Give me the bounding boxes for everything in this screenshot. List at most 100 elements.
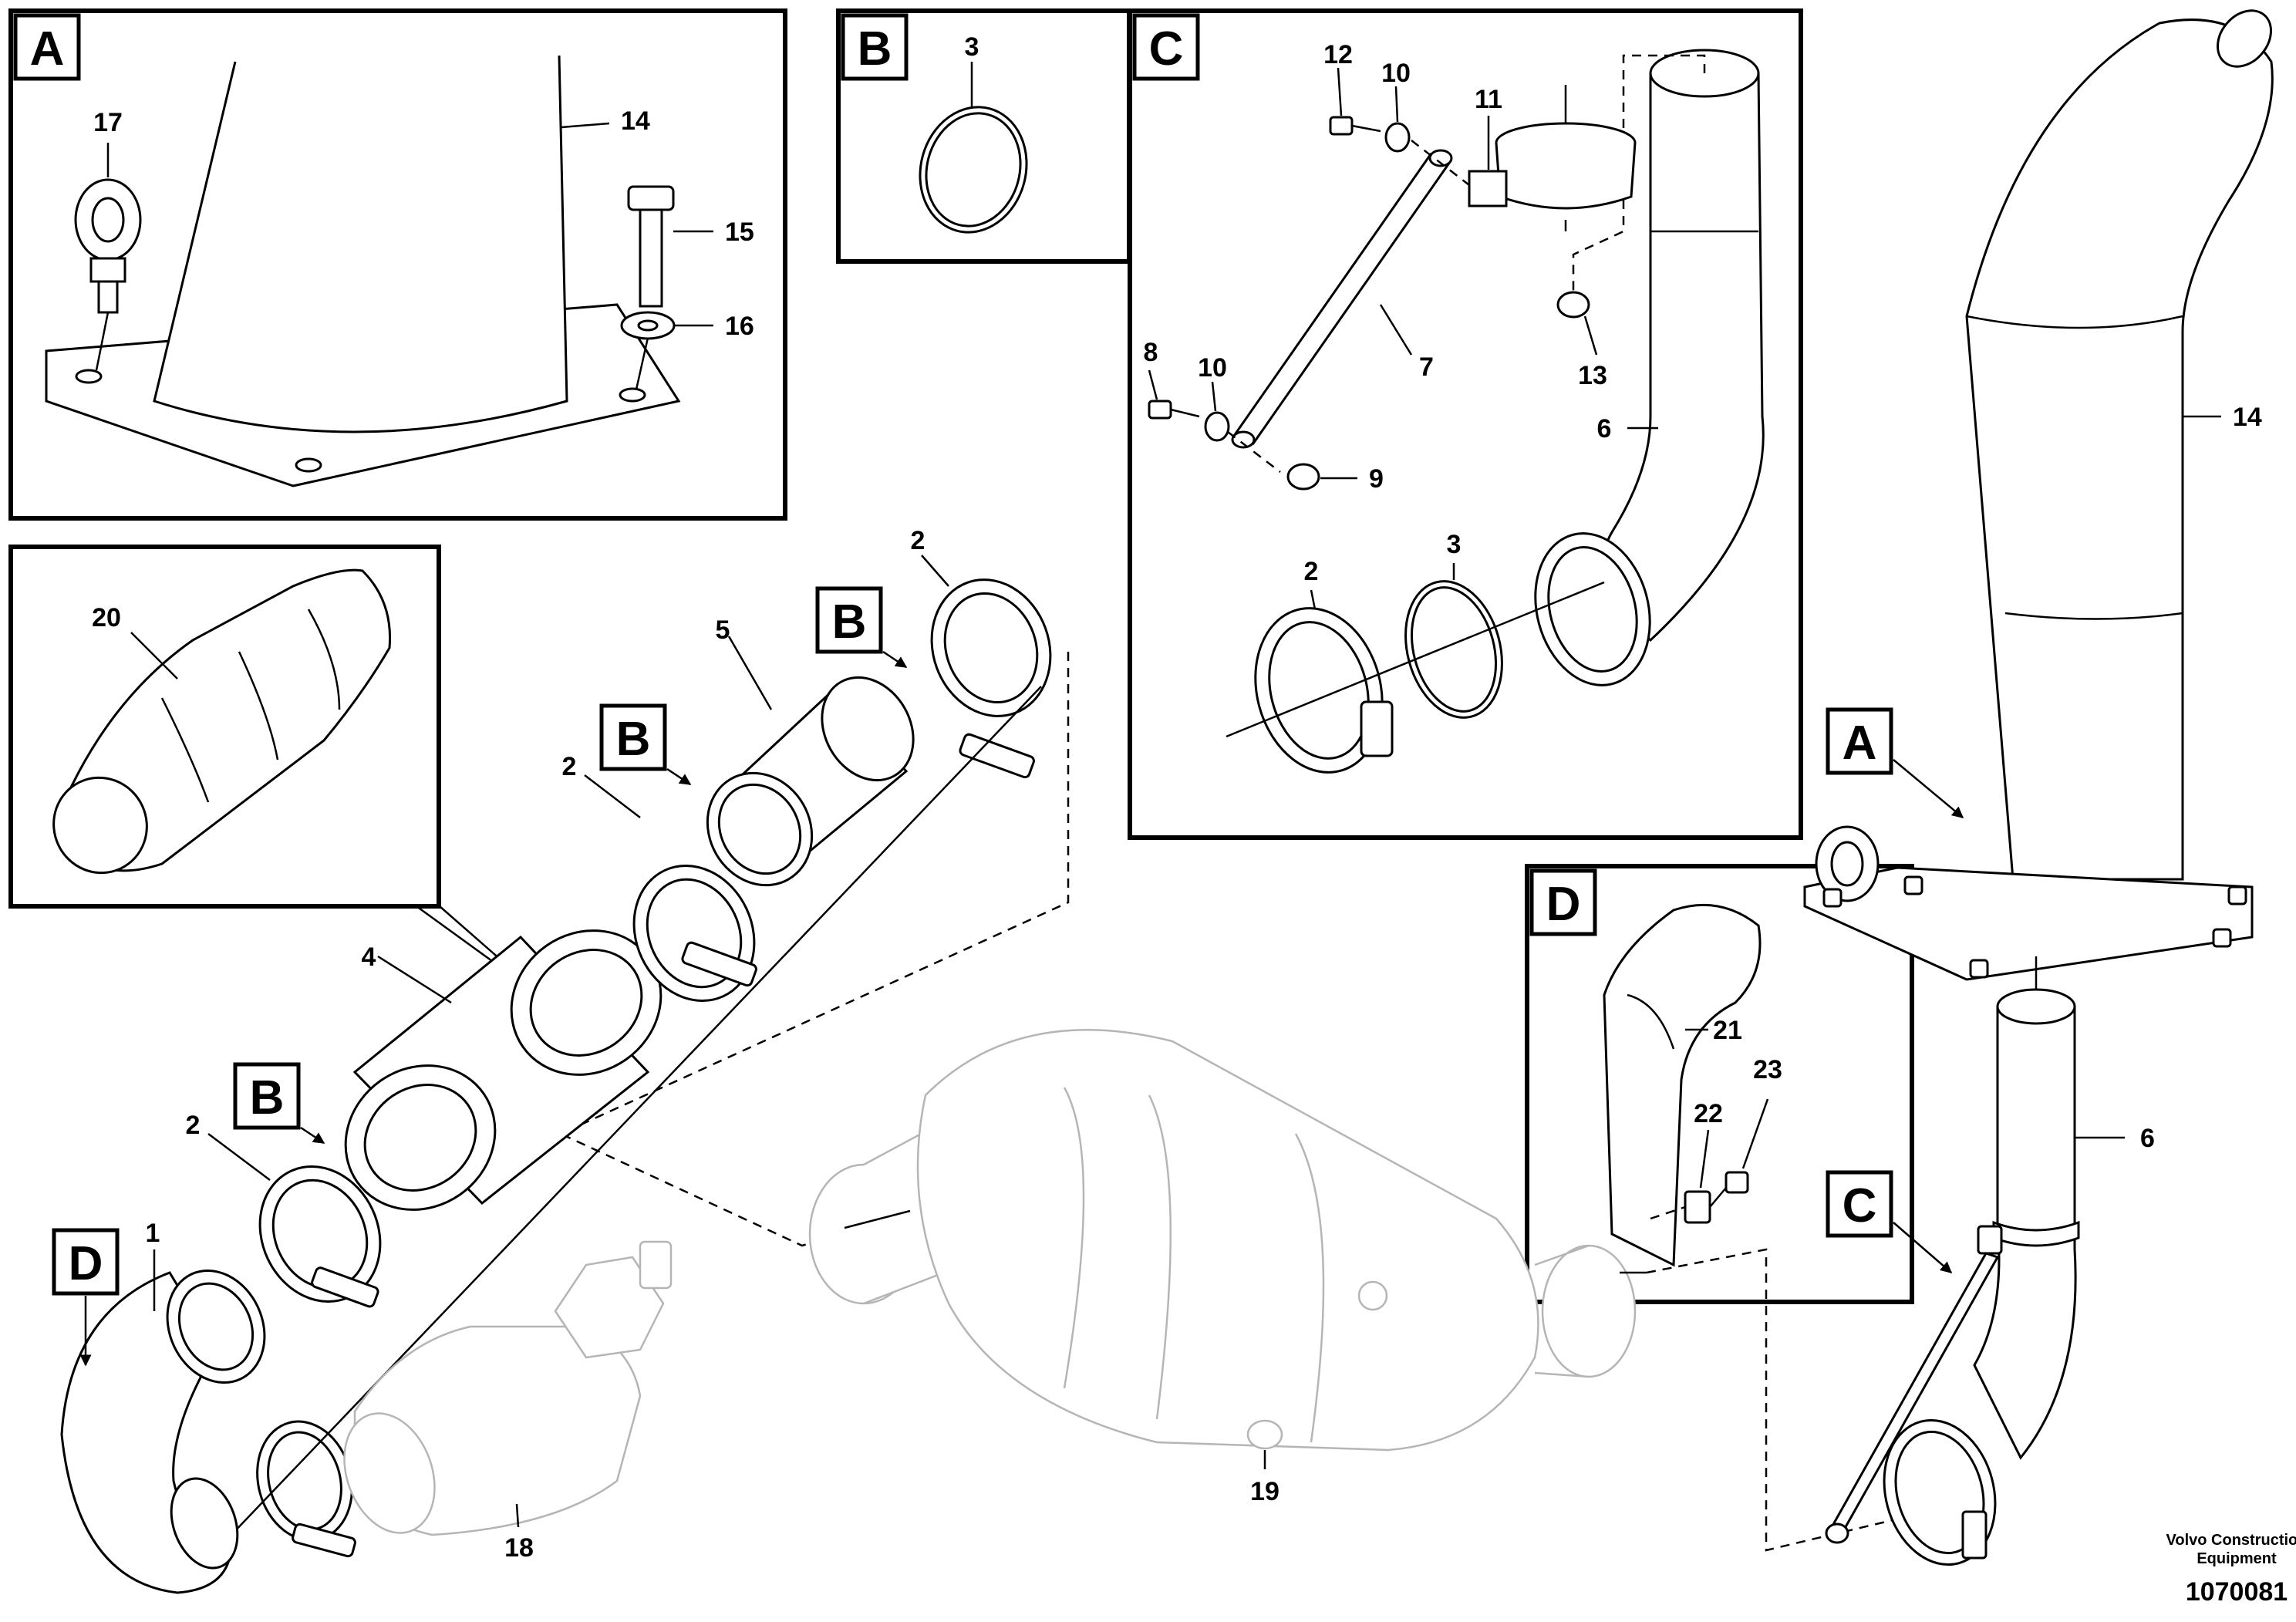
part-number-2-panel-c: 2 (1304, 557, 1319, 586)
callout-b-upper-letter: B (832, 595, 867, 649)
panel-b-letter: B (858, 22, 892, 76)
support-strap (1232, 153, 1452, 445)
callout-d-main-letter: D (69, 1237, 103, 1290)
part-number-23: 23 (1753, 1055, 1782, 1084)
stack-flange-plate (1803, 866, 2254, 981)
callout-b-lower: B (233, 1062, 325, 1145)
part-number-18: 18 (504, 1533, 534, 1563)
detail-panel-a: A 17 14 15 16 (8, 8, 787, 521)
bracket-bolt (1329, 116, 1354, 136)
part-number-6-stack: 6 (2140, 1124, 2155, 1153)
part-number-21: 21 (1713, 1016, 1742, 1045)
panel-d-letter: D (1546, 878, 1581, 931)
panel-c-letter: C (1149, 22, 1184, 76)
part-number-10-lower: 10 (1198, 353, 1227, 383)
part-number-2-middle: 2 (562, 752, 577, 781)
document-number: 1070081 (2186, 1577, 2288, 1607)
panel-b-label-box (841, 13, 909, 81)
eye-bolt-shank (97, 280, 119, 314)
fuel-dosing-unit: 18 (343, 1240, 673, 1563)
part-number-12: 12 (1323, 40, 1353, 69)
part-number-10-upper: 10 (1381, 59, 1411, 88)
flange-hole (295, 457, 322, 473)
brand-line-1: Volvo Construction (2166, 1532, 2296, 1549)
shield-spacer (1684, 1190, 1711, 1224)
stack-pipe-clamp (1992, 1220, 2080, 1247)
panel-a-frame (8, 8, 787, 521)
part-number-3: 3 (965, 32, 979, 62)
part-number-3-panel-c: 3 (1447, 530, 1462, 559)
callout-d-main: D (52, 1228, 120, 1367)
brand-line-2: Equipment (2197, 1550, 2277, 1567)
eye-bolt-hole (91, 197, 125, 243)
brand-block: Volvo Construction Equipment 1070081 (2166, 1532, 2296, 1607)
pipe-clamp-tab (1468, 170, 1508, 207)
detail-panel-d: D 21 22 23 (1525, 864, 1914, 1304)
main-assembly: 19 4 5 2 2 (52, 526, 1929, 1594)
dpf-outlet (1541, 1244, 1637, 1378)
part-number-9: 9 (1369, 464, 1384, 494)
v-band-clamp-latch (1360, 700, 1394, 757)
part-number-4: 4 (362, 943, 376, 972)
part-number-19: 19 (1250, 1477, 1279, 1506)
strap-washer (1204, 411, 1230, 442)
heat-shield-clamp (52, 776, 148, 875)
part-number-1: 1 (146, 1219, 160, 1248)
callout-a-stack: A (1826, 707, 1964, 818)
heat-shield-frame (8, 545, 441, 909)
dpf-body (916, 1029, 1539, 1452)
flange-bolt-shank (639, 208, 663, 308)
part-number-5: 5 (716, 615, 730, 645)
part-number-22: 22 (1694, 1099, 1723, 1128)
pipe-clamp-band (1495, 142, 1637, 210)
part-number-13: 13 (1578, 361, 1607, 390)
stack-assembly: 14 6 A C (1803, 9, 2274, 1566)
part-number-15: 15 (725, 218, 754, 247)
part-number-8: 8 (1144, 338, 1158, 367)
part-number-11: 11 (1475, 85, 1502, 114)
flange-hole (75, 369, 103, 384)
stack-elbow-pipe-top (1996, 988, 2076, 1025)
strap-nut (1286, 463, 1320, 491)
dosing-valve (554, 1256, 665, 1359)
exhaust-stack (1965, 19, 2274, 881)
flange-hole (619, 387, 646, 403)
clamp-nut (1556, 291, 1590, 319)
detail-panel-heat-shield: 20 (8, 545, 511, 975)
coupling-upper-end (821, 676, 915, 782)
callout-a-stack-letter: A (1843, 717, 1877, 770)
flange-bolt-head (627, 185, 675, 211)
panel-c-label-box (1132, 13, 1200, 81)
panel-c-frame (1128, 8, 1803, 840)
pipe-heat-shield (1603, 903, 1762, 1267)
part-number-16: 16 (725, 312, 754, 341)
callout-b-middle-letter: B (616, 713, 651, 766)
exhaust-stack-outlet (2217, 9, 2272, 68)
panel-d-label-box (1529, 868, 1597, 936)
v-band-clamp-lower: 2 (186, 1111, 382, 1308)
panel-d-frame (1525, 864, 1914, 1304)
callout-b-lower-letter: B (250, 1071, 285, 1125)
detail-panel-c: C (1128, 8, 1803, 840)
bracket-washer (1384, 122, 1411, 153)
part-number-17: 17 (93, 108, 123, 137)
v-band-clamp-bottom (256, 1420, 356, 1558)
part-number-2-upper: 2 (911, 526, 925, 555)
diesel-particulate-filter: 19 (808, 1029, 1647, 1506)
eye-bolt-collar (89, 257, 126, 283)
callout-b-upper: B (815, 586, 908, 669)
heat-shield-sleeve (68, 568, 392, 872)
v-band-clamp-upper: 2 (911, 526, 1052, 779)
part-number-14: 14 (621, 106, 650, 136)
callout-b-middle: B (599, 703, 692, 786)
part-number-14-stack: 14 (2233, 403, 2262, 432)
panel-a-letter: A (30, 22, 65, 76)
callout-c-stack: C (1826, 1170, 1953, 1273)
shield-bolt-head (1725, 1171, 1749, 1194)
part-number-6-panel-c: 6 (1597, 414, 1612, 443)
part-number-20: 20 (92, 603, 121, 632)
v-band-clamp-middle: 2 (562, 752, 757, 1003)
part-number-7: 7 (1419, 352, 1434, 382)
panel-a-label-box (13, 13, 81, 81)
